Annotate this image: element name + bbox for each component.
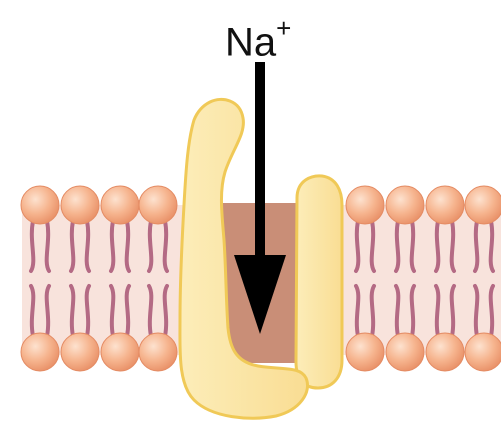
lipid-tail bbox=[111, 286, 113, 336]
lipid-head bbox=[386, 333, 424, 371]
lipid-head bbox=[139, 186, 177, 224]
ion-charge: + bbox=[276, 13, 291, 43]
lipid-tail bbox=[356, 221, 358, 271]
lipid-head bbox=[465, 186, 501, 224]
lipid-tail bbox=[71, 286, 73, 336]
lipid-head bbox=[346, 186, 384, 224]
lipid-tail bbox=[149, 286, 151, 336]
lipid-tail bbox=[149, 221, 151, 271]
lipid-tail bbox=[491, 221, 493, 271]
ion-label: Na+ bbox=[225, 8, 291, 66]
lipid-tail bbox=[71, 221, 73, 271]
lipid-tail bbox=[356, 286, 358, 336]
lipid-tail bbox=[412, 221, 414, 271]
lipid-tail bbox=[165, 221, 167, 271]
lipid-head bbox=[426, 186, 464, 224]
lipid-tail bbox=[47, 221, 49, 271]
lipid-tail bbox=[372, 221, 374, 271]
lipid-head bbox=[21, 333, 59, 371]
lipid-tail bbox=[436, 221, 438, 271]
lipid-tail bbox=[412, 286, 414, 336]
lipid-head bbox=[101, 333, 139, 371]
lipid-tail bbox=[127, 286, 129, 336]
lipid-tail bbox=[396, 221, 398, 271]
lipid-head bbox=[465, 333, 501, 371]
lipid-tail bbox=[475, 221, 477, 271]
lipid-head bbox=[346, 333, 384, 371]
lipid-tail bbox=[396, 286, 398, 336]
lipid-tail bbox=[47, 286, 49, 336]
lipid-head bbox=[426, 333, 464, 371]
lipid-tail bbox=[87, 221, 89, 271]
lipid-tail bbox=[165, 286, 167, 336]
lipid-head bbox=[101, 186, 139, 224]
lipid-tail bbox=[475, 286, 477, 336]
lipid-tail bbox=[31, 221, 33, 271]
lipid-head bbox=[21, 186, 59, 224]
lipid-head bbox=[139, 333, 177, 371]
lipid-tail bbox=[436, 286, 438, 336]
lipid-tail bbox=[452, 286, 454, 336]
ion-symbol: Na bbox=[225, 20, 276, 64]
lipid-tail bbox=[452, 221, 454, 271]
lipid-head bbox=[61, 186, 99, 224]
lipid-tail bbox=[111, 221, 113, 271]
lipid-tail bbox=[31, 286, 33, 336]
lipid-tail bbox=[87, 286, 89, 336]
lipid-tail bbox=[127, 221, 129, 271]
lipid-tail bbox=[372, 286, 374, 336]
lipid-head bbox=[386, 186, 424, 224]
lipid-tail bbox=[491, 286, 493, 336]
channel-protein-right-subunit bbox=[296, 176, 342, 388]
lipid-head bbox=[61, 333, 99, 371]
